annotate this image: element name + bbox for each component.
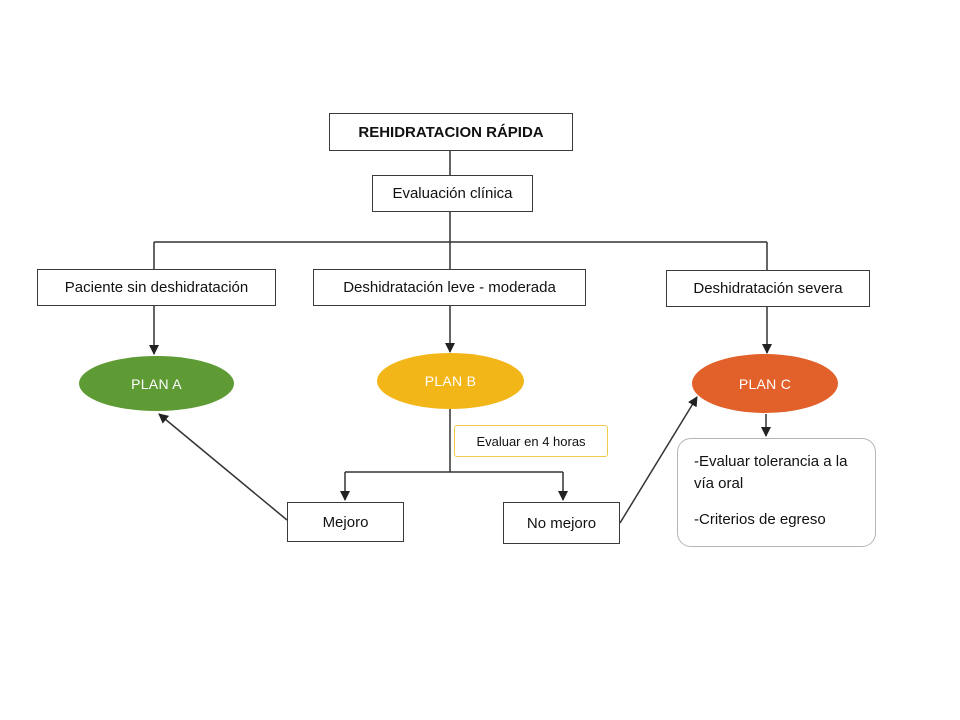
evaluation-text: Evaluación clínica xyxy=(392,185,513,202)
branch-no-dehydration-text: Paciente sin deshidratación xyxy=(64,279,249,296)
branch-mild-moderate: Deshidratación leve - moderada xyxy=(313,269,586,306)
branch-severe: Deshidratación severa xyxy=(666,270,870,307)
arrow-no-mejoro-to-plan-c xyxy=(619,396,698,524)
plan-c-step-1: -Evaluar tolerancia a la vía oral xyxy=(694,453,848,492)
plan-c-label: PLAN C xyxy=(738,375,792,392)
branch-no-dehydration: Paciente sin deshidratación xyxy=(37,269,276,306)
branch-mild-moderate-text: Deshidratación leve - moderada xyxy=(343,279,556,296)
outcome-not-better-box: No mejoro xyxy=(503,502,620,544)
title-box: REHIDRATACION RÁPIDA xyxy=(329,113,573,151)
plan-c-steps-box: -Evaluar tolerancia a la vía oral -Crite… xyxy=(677,438,876,547)
plan-a-label: PLAN A xyxy=(131,375,182,392)
branch-severe-text: Deshidratación severa xyxy=(693,280,843,297)
arrow-mejoro-to-plan-a xyxy=(158,413,288,521)
outcome-not-better-text: No mejoro xyxy=(526,514,597,532)
evaluate-note: Evaluar en 4 horas xyxy=(454,425,608,457)
plan-b-label: PLAN B xyxy=(424,373,477,389)
outcome-better-box: Mejoro xyxy=(287,502,404,542)
evaluate-note-text: Evaluar en 4 horas xyxy=(476,433,586,449)
plan-a-ellipse: PLAN A xyxy=(79,356,234,411)
plan-b-ellipse: PLAN B xyxy=(377,353,524,409)
evaluation-box: Evaluación clínica xyxy=(372,175,533,212)
plan-c-step-2: -Criterios de egreso xyxy=(694,511,826,528)
outcome-better-text: Mejoro xyxy=(322,513,369,531)
plan-c-ellipse: PLAN C xyxy=(692,354,838,413)
title-text: REHIDRATACION RÁPIDA xyxy=(358,123,544,141)
